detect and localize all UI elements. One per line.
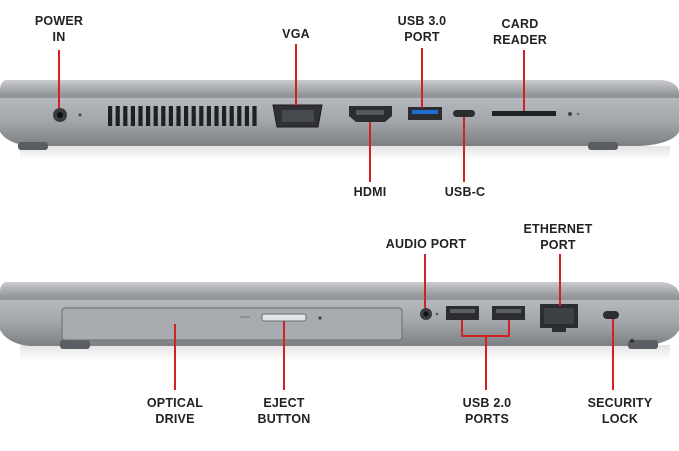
vent-slat <box>146 106 151 126</box>
label-usb20-ports: USB 2.0 PORTS <box>462 396 512 426</box>
label-audio-port: AUDIO PORT <box>385 237 467 251</box>
vent-slat <box>191 106 196 126</box>
label-vga: VGA <box>282 27 310 41</box>
label-security-lock: SECURITY LOCK <box>587 396 653 426</box>
vent-slat <box>237 106 242 126</box>
security-lock-slot <box>603 311 619 319</box>
vent-grille <box>108 106 257 126</box>
vent-slat <box>214 106 219 126</box>
label-usbc: USB-C <box>444 185 486 199</box>
usbc-port <box>453 110 475 117</box>
laptop-right-side <box>0 282 679 361</box>
label-hdmi: HDMI <box>353 185 387 199</box>
label-ethernet-port: ETHERNET PORT <box>523 222 593 252</box>
lid-bottom <box>0 282 679 298</box>
vent-slat <box>222 106 227 126</box>
vent-slat <box>161 106 166 126</box>
vent-slat <box>115 106 120 126</box>
vent-slat <box>123 106 128 126</box>
vent-slat <box>130 106 135 126</box>
chassis-top <box>0 96 679 146</box>
vent-slat <box>108 106 113 126</box>
laptop-left-side <box>0 80 679 160</box>
vent-slat <box>168 106 173 126</box>
eject-button <box>261 313 307 322</box>
label-eject-button: EJECT BUTTON <box>257 396 311 426</box>
vent-slat <box>184 106 189 126</box>
lid-top <box>0 80 679 96</box>
vent-slat <box>153 106 158 126</box>
label-optical-drive: OPTICAL DRIVE <box>146 396 204 426</box>
vent-slat <box>206 106 211 126</box>
vent-slat <box>252 106 257 126</box>
optical-drive-tray <box>61 307 403 341</box>
vent-slat <box>229 106 234 126</box>
vent-slat <box>176 106 181 126</box>
leader-lines <box>58 44 614 390</box>
vent-slat <box>244 106 249 126</box>
vent-slat <box>199 106 204 126</box>
label-card-reader: CARD READER <box>493 17 547 47</box>
label-power-in: POWER IN <box>34 14 84 44</box>
vent-slat <box>138 106 143 126</box>
card-reader-slot <box>492 111 556 116</box>
label-usb30-port: USB 3.0 PORT <box>397 14 447 44</box>
